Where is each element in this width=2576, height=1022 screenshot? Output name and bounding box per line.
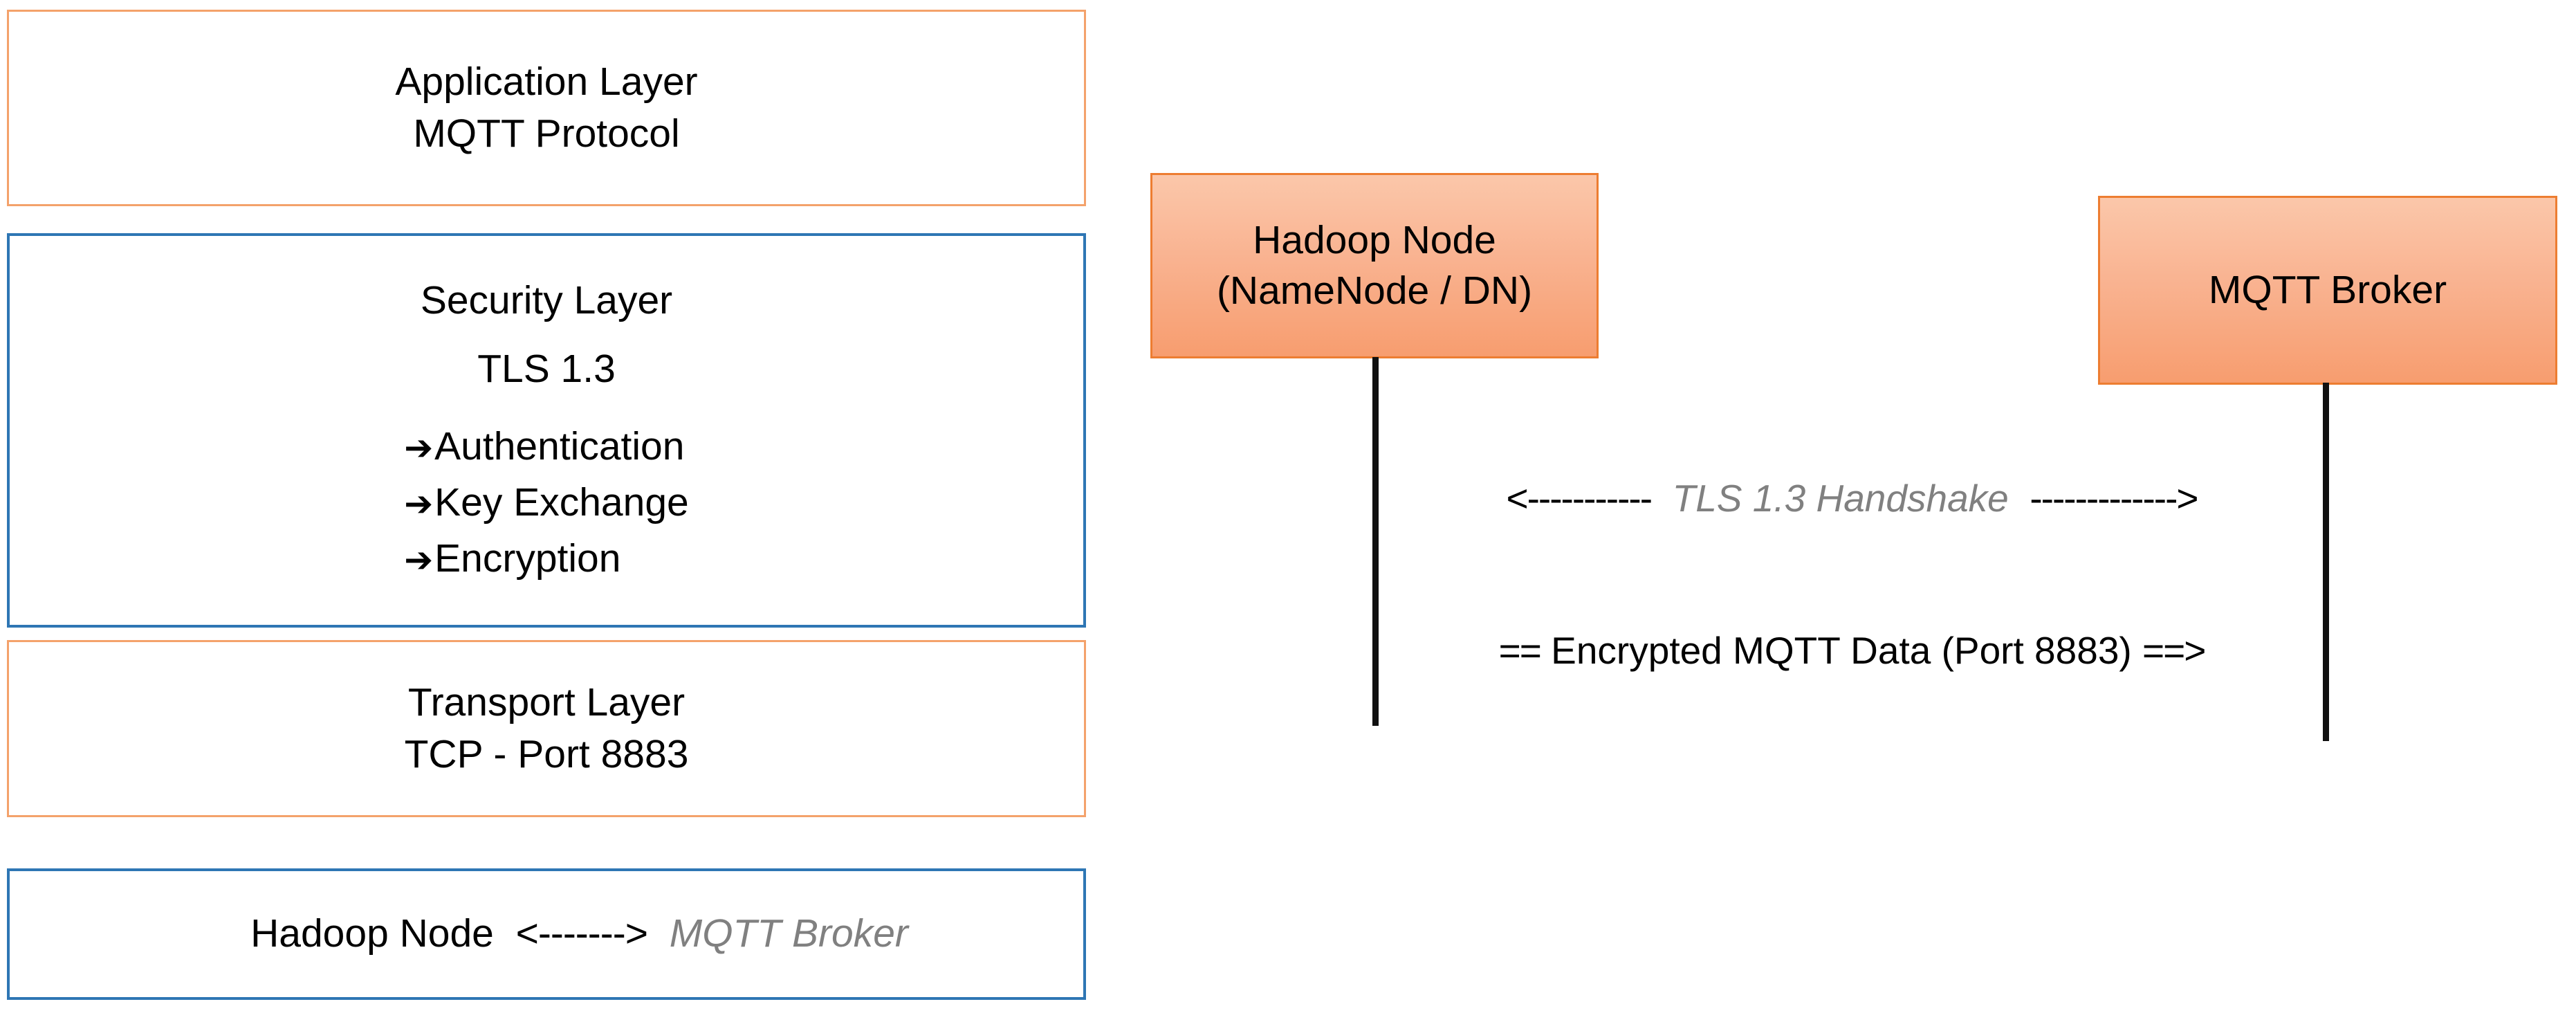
security-layer-box: Security Layer TLS 1.3 ➔ Authentication …	[7, 233, 1086, 628]
application-layer-title: Application Layer	[395, 59, 698, 104]
bidirectional-arrow-icon: <------->	[515, 911, 648, 956]
participant-hadoop-node-label: Hadoop Node (NameNode / DN)	[1216, 218, 1533, 313]
participant-mqtt-broker: MQTT Broker	[2098, 196, 2557, 385]
security-bullet-key-exchange: ➔ Key Exchange	[404, 475, 688, 531]
tls-handshake-right-arrow-icon: ------------->	[2030, 476, 2198, 520]
lifeline-mqtt-broker	[2323, 383, 2329, 741]
arrow-right-icon: ➔	[404, 484, 434, 524]
security-layer-bullet-list: ➔ Authentication ➔ Key Exchange ➔ Encryp…	[404, 419, 688, 587]
encrypted-data-label: Encrypted MQTT Data (Port 8883)	[1540, 628, 2143, 672]
transport-layer-subtitle: TCP - Port 8883	[404, 732, 689, 776]
transport-layer-box: Transport Layer TCP - Port 8883	[7, 640, 1086, 817]
application-layer-subtitle: MQTT Protocol	[413, 111, 680, 156]
security-bullet-label: Authentication	[434, 424, 685, 469]
security-layer-title: Security Layer	[420, 278, 673, 322]
security-bullet-encryption: ➔ Encryption	[404, 531, 620, 587]
tls-handshake-label: TLS 1.3 Handshake	[1672, 476, 2009, 520]
connection-right-endpoint: MQTT Broker	[669, 911, 908, 956]
connection-summary-line: Hadoop Node <-------> MQTT Broker	[185, 856, 908, 1012]
transport-layer-title: Transport Layer	[407, 679, 686, 724]
tls-handshake-message: <----------- TLS 1.3 Handshake ---------…	[1379, 477, 2325, 519]
arrow-right-icon: ➔	[404, 428, 434, 468]
connection-left-endpoint: Hadoop Node	[250, 911, 494, 956]
participant-hadoop-node: Hadoop Node (NameNode / DN)	[1150, 173, 1599, 358]
connection-summary-box: Hadoop Node <-------> MQTT Broker	[7, 868, 1086, 1000]
arrow-right-icon: ➔	[404, 540, 434, 581]
application-layer-box: Application Layer MQTT Protocol	[7, 10, 1086, 206]
encrypted-data-message: == Encrypted MQTT Data (Port 8883) ==>	[1379, 630, 2325, 671]
encrypted-data-left-marker-icon: ==	[1498, 628, 1542, 672]
security-bullet-label: Encryption	[434, 536, 621, 581]
lifeline-hadoop-node	[1372, 357, 1379, 726]
security-bullet-authentication: ➔ Authentication	[404, 419, 684, 475]
encrypted-data-right-arrow-icon: ==>	[2142, 628, 2206, 672]
security-layer-version: TLS 1.3	[477, 347, 616, 392]
tls-handshake-left-arrow-icon: <-----------	[1506, 476, 1653, 520]
participant-mqtt-broker-label: MQTT Broker	[2208, 268, 2447, 313]
security-bullet-label: Key Exchange	[434, 480, 689, 525]
